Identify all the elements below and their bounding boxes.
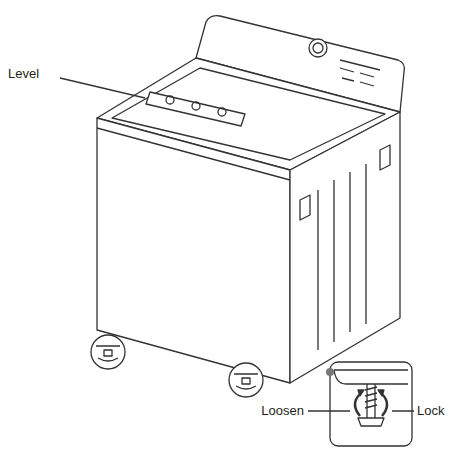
lock-arrow: [382, 394, 387, 416]
foot-detail: [96, 346, 120, 361]
dial-knob-inner: [313, 43, 323, 53]
level-bar: [146, 92, 245, 126]
front-trim: [97, 128, 290, 180]
inset-dot: [326, 368, 334, 376]
side-handles: [300, 145, 390, 220]
foot-callout: [91, 335, 125, 369]
level-bubble: [218, 108, 226, 116]
arrow-heads: [358, 390, 384, 396]
dial-knob: [309, 39, 327, 57]
level-bubble: [166, 96, 174, 104]
inset-box: [330, 362, 412, 446]
inset-base: [334, 370, 408, 384]
side-face: [290, 112, 400, 383]
loosen-arrow: [355, 394, 360, 416]
leader-line: [60, 78, 145, 98]
foot-callout: [229, 363, 263, 397]
leader-line: [308, 410, 414, 411]
side-ribs: [318, 164, 366, 350]
part-label: Lock: [417, 403, 444, 419]
front-face: [97, 118, 290, 383]
adjust-bolt: [365, 384, 377, 418]
level-bubble: [192, 102, 200, 110]
part-label: Level: [8, 66, 39, 82]
part-label: Loosen: [261, 403, 304, 419]
bolt-nut: [358, 418, 384, 426]
panel-buttons: [340, 60, 380, 86]
foot-detail: [234, 374, 258, 389]
